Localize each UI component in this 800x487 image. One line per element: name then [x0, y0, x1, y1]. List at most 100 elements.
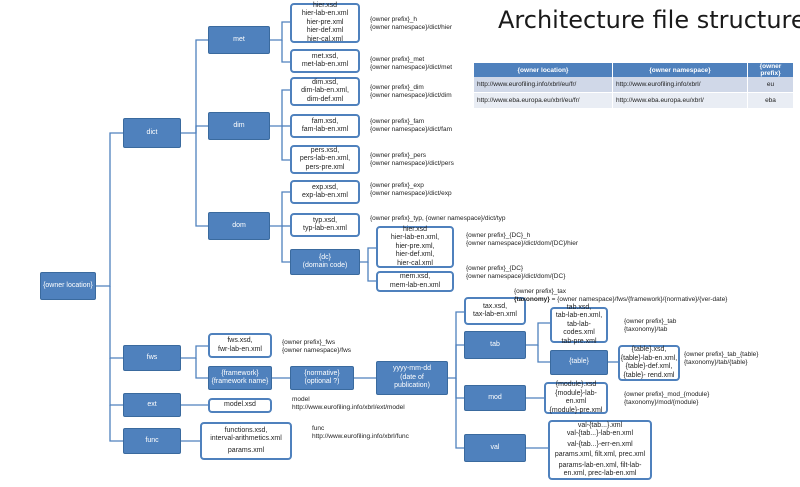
- file-name: met-lab-en.xml: [301, 61, 349, 68]
- mod-label: {owner prefix}_mod_{module} {taxonomy}/m…: [624, 391, 709, 407]
- file-name: tab-lab-codes.xml: [563, 320, 595, 337]
- file-name: {table}-lab-en.xml,: [620, 354, 678, 362]
- mod-node: mod: [464, 385, 526, 411]
- label-line: {owner prefix}_h: [370, 16, 417, 23]
- file-name: fam.xsd,: [311, 117, 339, 125]
- file-name: hier.xsd: [402, 225, 428, 233]
- file-name: dim-lab-en.xml,: [301, 87, 349, 95]
- file-name: hier-cal.xml: [307, 35, 343, 43]
- dom-exp-files: exp.xsd, exp-lab-en.xml: [290, 180, 360, 204]
- legend-header-namespace: {owner namespace}: [612, 63, 748, 77]
- file-name: val-{tab...}-err-en.xml: [567, 440, 633, 448]
- connector: [109, 286, 123, 359]
- dom-exp-label: {owner prefix}_exp {owner namespace}/dic…: [370, 182, 452, 198]
- table-label: {owner prefix}_tab_{table} {taxonomy}/ta…: [684, 351, 758, 367]
- mod-files: {module}.xsd {module}-lab- en.xml {modul…: [544, 381, 608, 414]
- connector: [270, 21, 290, 41]
- func-node: func: [123, 428, 181, 454]
- file-name: interval-arithmetics.xml: [210, 435, 282, 443]
- date-node-line: yyyy-mm-dd: [392, 365, 432, 373]
- file-name: hier-def.xml: [306, 27, 344, 35]
- framework-node-line: {framework}: [221, 369, 259, 377]
- file-name: hier-lab-en.xml,: [390, 234, 440, 242]
- file-name: fws.xsd,: [227, 337, 253, 344]
- normative-node-line: {normative}: [304, 369, 340, 377]
- file-name: {module}-pre.xml: [549, 406, 603, 414]
- label-line: {taxonomy}/tab/{table}: [684, 359, 748, 366]
- file-name: fwr-lab-en.xml: [218, 345, 262, 353]
- file-name: model.xsd: [224, 401, 256, 409]
- dc-hier-files: hier.xsd hier-lab-en.xml, hier-pre.xml, …: [376, 226, 454, 268]
- connector: [181, 39, 208, 134]
- label-line: {owner namespace}/dict/dom/{DC}: [466, 273, 566, 280]
- legend-cell: eba: [747, 92, 794, 109]
- legend-row: http://www.eurofiling.info/xbrl/eu/fr/ h…: [474, 77, 794, 93]
- file-name: {table}-def.xml,: [625, 363, 673, 370]
- file-name: typ-lab-en.xml: [303, 225, 347, 232]
- dim-dim-label: {owner prefix}_dim {owner namespace}/dic…: [370, 84, 452, 100]
- file-name: tax.xsd,: [482, 302, 508, 310]
- file-name: pers-lab-en.xml,: [299, 155, 351, 163]
- label-line: {owner prefix}_dim: [370, 84, 424, 91]
- label-line: {owner prefix}_fam: [370, 118, 425, 125]
- label-line: http://www.eurofiling.info/xbrl/ext/mode…: [292, 404, 405, 411]
- label-line: {owner prefix}_fws: [282, 339, 336, 346]
- legend-row: http://www.eba.europa.eu/xbrl/eu/fr/ htt…: [474, 92, 794, 109]
- label-line: {owner namespace}/dict/fam: [370, 126, 453, 133]
- dim-fam-files: fam.xsd, fam-lab-en.xml: [290, 114, 360, 138]
- label-line: {owner prefix}_pers: [370, 152, 427, 159]
- label-line: {owner namespace}/dict/exp: [370, 190, 452, 197]
- dim-pers-label: {owner prefix}_pers {owner namespace}/di…: [370, 152, 454, 168]
- connector: [281, 226, 290, 263]
- connector: [195, 125, 208, 133]
- model-label: model http://www.eurofiling.info/xbrl/ex…: [292, 396, 405, 412]
- normative-node: {normative} (optional ?): [290, 366, 354, 390]
- dc-mem-files: mem.xsd, mem-lab-en.xml: [376, 271, 454, 292]
- connector: [455, 378, 464, 399]
- file-name: mem.xsd,: [399, 273, 431, 280]
- file-name: dim-def.xml: [306, 95, 344, 103]
- file-name: tab-pre.xml: [561, 337, 597, 345]
- file-name: val-{tab...}-lab-en.xml: [566, 430, 634, 437]
- legend-cell: http://www.eba.europa.eu/xbrl/eu/fr/: [474, 92, 613, 109]
- file-name: tax-lab-en.xml: [473, 311, 517, 318]
- framework-node-line: {framework name}: [211, 378, 269, 385]
- met-hier-files: hier.xsd hier-lab-en.xml hier-pre.xml hi…: [290, 2, 360, 43]
- file-name: hier-pre.xml,: [395, 242, 435, 250]
- file-name: params.xml, filt.xml, prec.xml: [554, 451, 646, 458]
- legend-cell: http://www.eba.europa.eu/xbrl/: [612, 92, 748, 109]
- label-line: {owner namespace}/dict/dim: [370, 92, 452, 99]
- legend-header-location: {owner location}: [474, 63, 613, 77]
- connector: [537, 345, 550, 363]
- file-name: hier-cal.xml: [397, 259, 433, 267]
- label-line: {owner prefix}_tab_{table}: [684, 351, 759, 358]
- dc-hier-label: {owner prefix}_{DC}_h {owner namespace}/…: [466, 232, 578, 248]
- table-node: {table}: [550, 350, 608, 375]
- connector: [195, 358, 208, 379]
- connector: [367, 262, 376, 282]
- file-name: tab.xsd,: [566, 303, 592, 311]
- file-name: fam-lab-en.xml: [301, 126, 349, 133]
- fws-node: fws: [123, 345, 181, 371]
- file-name: functions.xsd,: [224, 426, 268, 434]
- func-label: func http://www.eurofiling.info/xbrl/fun…: [312, 425, 409, 441]
- label-line: {owner prefix}_tax: [514, 288, 567, 295]
- connector: [181, 345, 208, 359]
- legend-table: {owner location} {owner namespace} {owne…: [474, 63, 794, 109]
- date-node-line: (date of: [400, 373, 424, 381]
- dict-node: dict: [123, 118, 181, 148]
- fws-files: fws.xsd, fwr-lab-en.xml: [208, 333, 272, 358]
- label-line: {owner namespace}/dict/met: [370, 64, 453, 71]
- owner-location-node: {owner location}: [40, 272, 96, 300]
- connector: [109, 405, 123, 442]
- tax-label: {owner prefix}_tax {taxonomy} = {owner n…: [514, 288, 727, 304]
- label-line: http://www.eurofiling.info/xbrl/func: [312, 433, 409, 440]
- file-name: {module}-lab-: [555, 389, 597, 397]
- date-node-line: publication): [394, 382, 430, 390]
- val-node: val: [464, 434, 526, 462]
- dc-node: {dc} (domain code): [290, 249, 360, 275]
- ext-files: model.xsd: [208, 398, 272, 413]
- file-name: hier-lab-en.xml: [301, 10, 349, 18]
- dc-mem-label: {owner prefix}_{DC} {owner namespace}/di…: [466, 265, 565, 281]
